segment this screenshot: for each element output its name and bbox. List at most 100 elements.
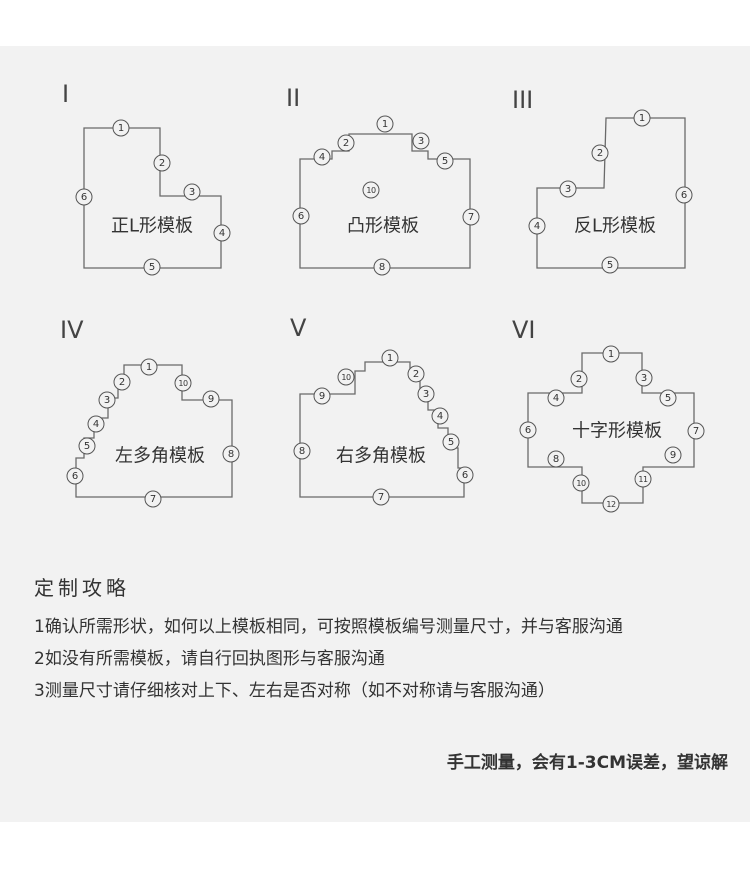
- edge-marker-circle: [174, 374, 192, 392]
- edge-marker: 1: [112, 119, 130, 137]
- template-numeral: VI: [512, 316, 536, 344]
- edge-marker-number: 10: [178, 379, 188, 388]
- edge-marker-number: 9: [208, 394, 214, 405]
- edge-marker: 8: [547, 450, 565, 468]
- edge-marker-number: 4: [437, 411, 443, 422]
- edge-marker-number: 5: [448, 437, 454, 448]
- edge-marker-circle: [292, 207, 310, 225]
- edge-marker-number: 3: [418, 136, 424, 147]
- edge-marker-number: 6: [72, 471, 78, 482]
- edge-marker-number: 8: [299, 446, 305, 457]
- edge-marker-number: 4: [93, 419, 99, 430]
- edge-marker: 4: [87, 415, 105, 433]
- edge-marker: 3: [635, 369, 653, 387]
- edge-marker: 10: [362, 181, 380, 199]
- edge-marker-number: 2: [119, 377, 125, 388]
- edge-marker-number: 3: [104, 395, 110, 406]
- edge-marker-circle: [113, 373, 131, 391]
- edge-marker-circle: [547, 450, 565, 468]
- edge-marker-circle: [373, 258, 391, 276]
- edge-marker-circle: [412, 132, 430, 150]
- edge-marker-number: 8: [553, 454, 559, 465]
- edge-marker-circle: [75, 188, 93, 206]
- edge-marker-circle: [337, 134, 355, 152]
- edge-marker: 10: [174, 374, 192, 392]
- edge-marker-circle: [559, 180, 577, 198]
- edge-marker-circle: [456, 466, 474, 484]
- edge-marker-circle: [634, 470, 652, 488]
- edge-marker: 9: [313, 387, 331, 405]
- edge-marker: 7: [372, 488, 390, 506]
- edge-marker-number: 3: [423, 389, 429, 400]
- content-panel: [0, 46, 750, 822]
- edge-marker: 1: [633, 109, 651, 127]
- edge-marker-number: 2: [413, 369, 419, 380]
- edge-marker: 9: [664, 446, 682, 464]
- edge-marker-circle: [313, 387, 331, 405]
- edge-marker-number: 5: [665, 393, 671, 404]
- edge-marker: 1: [140, 358, 158, 376]
- edge-marker: 2: [113, 373, 131, 391]
- edge-marker-circle: [570, 370, 588, 388]
- edge-marker-number: 2: [576, 374, 582, 385]
- edge-marker-number: 3: [641, 373, 647, 384]
- template-name: 右多角模板: [336, 446, 426, 467]
- edge-marker-number: 6: [525, 425, 531, 436]
- edge-marker-circle: [213, 224, 231, 242]
- edge-marker-circle: [591, 144, 609, 162]
- edge-marker-number: 1: [118, 123, 124, 134]
- edge-marker: 2: [570, 370, 588, 388]
- edge-marker-number: 6: [681, 190, 687, 201]
- guide-step-3: 3测量尺寸请仔细核对上下、左右是否对称（如不对称请与客服沟通）: [34, 681, 555, 701]
- edge-marker: 2: [337, 134, 355, 152]
- edge-marker: 6: [519, 421, 537, 439]
- edge-marker: 10: [337, 368, 355, 386]
- edge-marker: 6: [456, 466, 474, 484]
- edge-marker: 6: [75, 188, 93, 206]
- edge-marker: 5: [436, 152, 454, 170]
- template-name: 反L形模板: [574, 216, 656, 237]
- edge-marker-number: 2: [597, 148, 603, 159]
- edge-marker-number: 1: [382, 119, 388, 130]
- edge-marker-circle: [601, 256, 619, 274]
- edge-marker-circle: [381, 349, 399, 367]
- template-name: 左多角模板: [115, 446, 205, 467]
- edge-marker: 4: [547, 389, 565, 407]
- edge-marker: 5: [659, 389, 677, 407]
- edge-marker: 7: [687, 422, 705, 440]
- edge-marker: 11: [634, 470, 652, 488]
- edge-marker-number: 6: [81, 192, 87, 203]
- edge-marker-number: 10: [576, 479, 586, 488]
- edge-marker-circle: [442, 433, 460, 451]
- edge-marker-number: 5: [149, 262, 155, 273]
- edge-marker: 6: [66, 467, 84, 485]
- edge-marker: 3: [183, 183, 201, 201]
- edge-marker-circle: [66, 467, 84, 485]
- edge-marker-number: 5: [607, 260, 613, 271]
- edge-marker-circle: [407, 365, 425, 383]
- template-outline: [536, 117, 686, 269]
- edge-marker-circle: [376, 115, 394, 133]
- edge-marker: 7: [462, 208, 480, 226]
- template-numeral: II: [286, 84, 300, 112]
- edge-marker-circle: [462, 208, 480, 226]
- edge-marker-circle: [78, 437, 96, 455]
- edge-marker-number: 6: [462, 470, 468, 481]
- edge-marker-circle: [675, 186, 693, 204]
- edge-marker-circle: [112, 119, 130, 137]
- edge-marker: 8: [222, 445, 240, 463]
- edge-marker-circle: [372, 488, 390, 506]
- edge-marker: 5: [601, 256, 619, 274]
- template-numeral: III: [512, 86, 533, 114]
- edge-marker-circle: [547, 389, 565, 407]
- edge-marker-circle: [153, 154, 171, 172]
- edge-marker-number: 9: [319, 391, 325, 402]
- edge-marker: 1: [376, 115, 394, 133]
